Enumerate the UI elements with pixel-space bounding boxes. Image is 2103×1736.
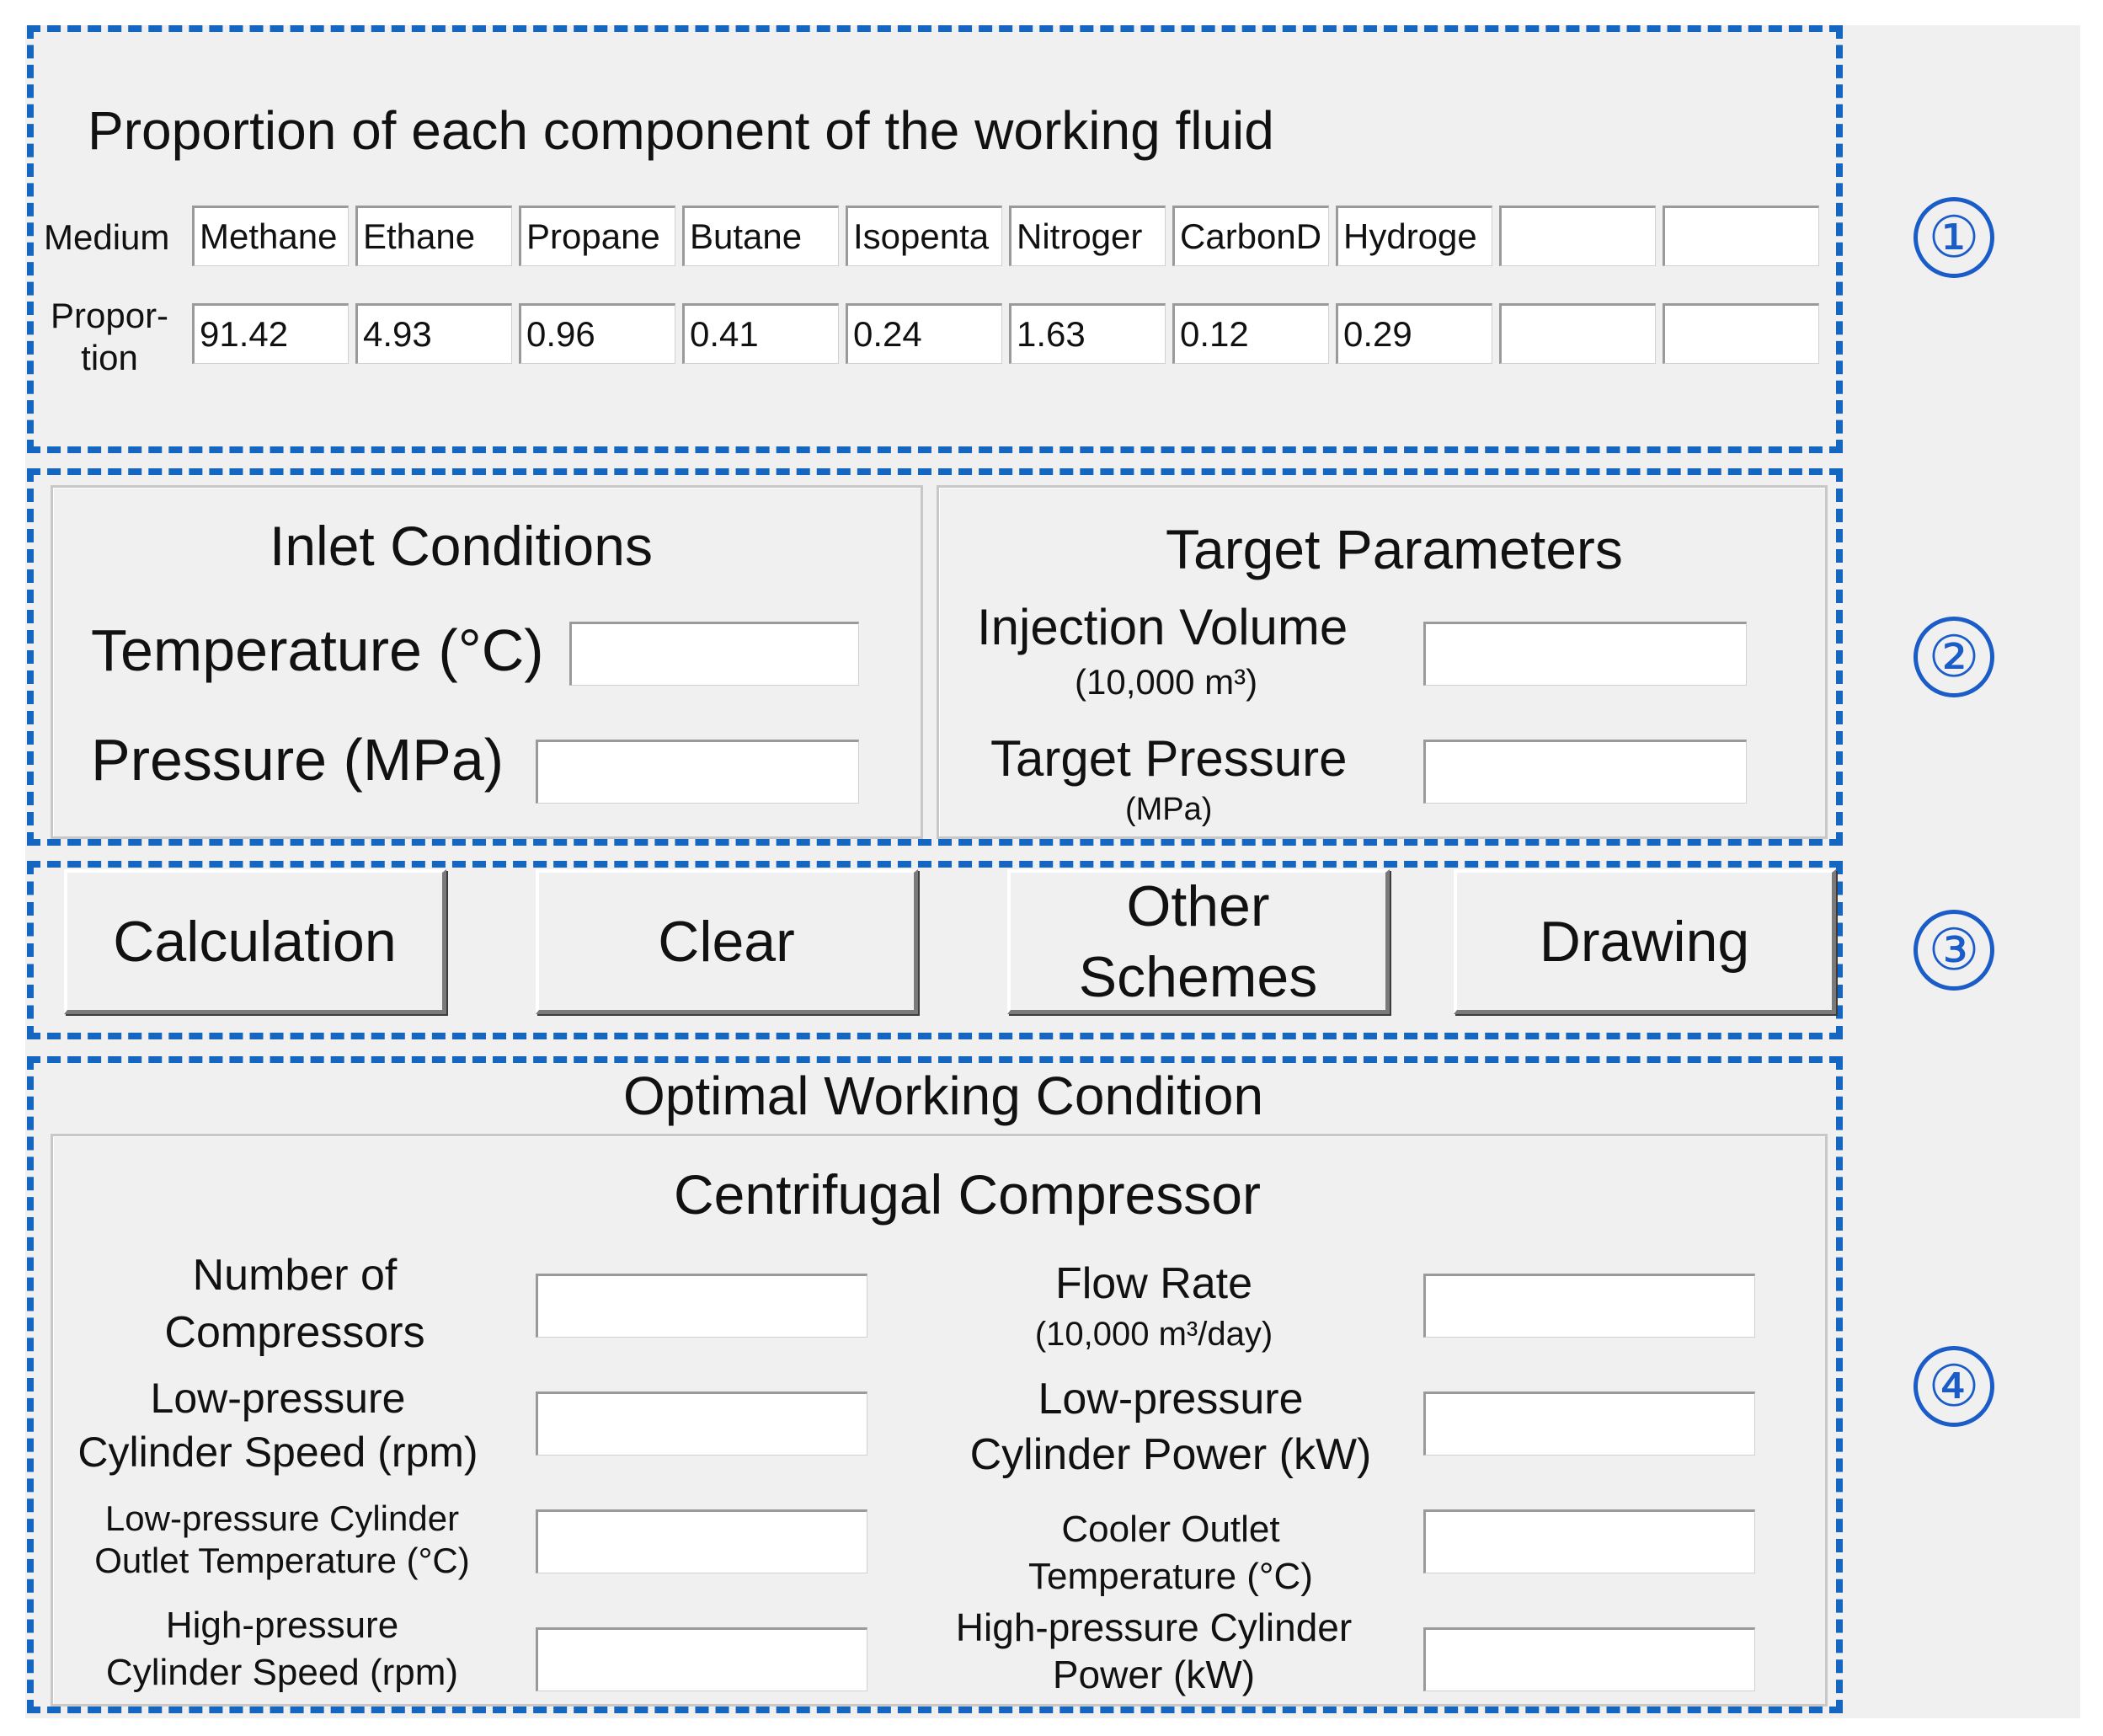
- section-4-marker: ④: [1914, 1346, 1994, 1427]
- proportion-label: Propor- tion: [51, 296, 169, 377]
- lp-speed-label: Low-pressure Cylinder Speed (rpm): [77, 1375, 478, 1476]
- inlet-temperature-input[interactable]: [569, 622, 859, 686]
- medium-label: Medium: [44, 217, 170, 257]
- cooler-outlet-temp-output[interactable]: [1423, 1509, 1755, 1573]
- section-2-marker: ②: [1914, 617, 1994, 697]
- section-2-outline: [27, 468, 1843, 846]
- lp-outlet-temp-label: Low-pressure Cylinder Outlet Temperature…: [94, 1498, 470, 1580]
- hp-power-output[interactable]: [1423, 1627, 1755, 1691]
- lp-power-label: Low-pressure Cylinder Power (kW): [969, 1375, 1372, 1479]
- section-1-marker: ①: [1914, 197, 1994, 278]
- clear-button[interactable]: Clear: [536, 869, 918, 1014]
- injection-volume-input[interactable]: [1423, 622, 1747, 686]
- flow-rate-output[interactable]: [1423, 1274, 1755, 1338]
- calculation-button[interactable]: Calculation: [64, 869, 446, 1014]
- medium-cell[interactable]: Butane: [682, 206, 839, 266]
- section-4-outline: [27, 1056, 1843, 1713]
- injection-volume-unit: (10,000 m³): [1075, 662, 1258, 702]
- target-pressure-unit: (MPa): [1125, 792, 1213, 827]
- proportion-cell[interactable]: 4.93: [355, 303, 512, 364]
- medium-cell[interactable]: Methane: [192, 206, 349, 266]
- proportion-cell[interactable]: 0.29: [1336, 303, 1492, 364]
- medium-cell[interactable]: Ethane: [355, 206, 512, 266]
- target-pressure-label: Target Pressure: [990, 730, 1348, 787]
- centrifugal-compressor-title: Centrifugal Compressor: [674, 1163, 1261, 1226]
- proportion-cell[interactable]: 1.63: [1009, 303, 1166, 364]
- num-compressors-output[interactable]: [536, 1274, 867, 1338]
- proportion-cell[interactable]: [1663, 303, 1819, 364]
- hp-speed-output[interactable]: [536, 1627, 867, 1691]
- inlet-conditions-title: Inlet Conditions: [270, 515, 653, 577]
- lp-outlet-temp-output[interactable]: [536, 1509, 867, 1573]
- temperature-label: Temperature (°C): [91, 617, 544, 683]
- proportion-cell[interactable]: 0.96: [519, 303, 675, 364]
- optimal-condition-title: Optimal Working Condition: [623, 1066, 1264, 1126]
- proportion-cell[interactable]: 0.24: [846, 303, 1002, 364]
- target-parameters-title: Target Parameters: [1166, 518, 1623, 580]
- medium-cell[interactable]: Isopenta: [846, 206, 1002, 266]
- cooler-outlet-temp-label: Cooler Outlet Temperature (°C): [1028, 1509, 1313, 1597]
- section-1-outline: [27, 25, 1843, 453]
- lp-speed-output[interactable]: [536, 1391, 867, 1456]
- lp-power-output[interactable]: [1423, 1391, 1755, 1456]
- drawing-button[interactable]: Drawing: [1454, 869, 1836, 1014]
- proportion-cell[interactable]: 0.41: [682, 303, 839, 364]
- num-compressors-label: Number of Compressors: [164, 1251, 425, 1357]
- flow-rate-unit: (10,000 m³/day): [1034, 1316, 1273, 1353]
- section-3-outline: [27, 861, 1843, 1039]
- pressure-label: Pressure (MPa): [91, 727, 504, 793]
- medium-cell[interactable]: Nitroger: [1009, 206, 1166, 266]
- injection-volume-label: Injection Volume: [977, 599, 1348, 655]
- target-parameters-group: [937, 485, 1828, 839]
- proportion-cell[interactable]: 0.12: [1172, 303, 1329, 364]
- inlet-conditions-group: [51, 485, 923, 839]
- other-schemes-button[interactable]: Other Schemes: [1007, 869, 1390, 1014]
- medium-cell[interactable]: Propane: [519, 206, 675, 266]
- section-3-marker: ③: [1914, 910, 1994, 991]
- proportion-cell[interactable]: [1499, 303, 1656, 364]
- inlet-pressure-input[interactable]: [536, 740, 859, 804]
- centrifugal-compressor-group: [51, 1134, 1828, 1707]
- medium-cell[interactable]: [1663, 206, 1819, 266]
- medium-cell[interactable]: Hydroge: [1336, 206, 1492, 266]
- fluid-composition-title: Proportion of each component of the work…: [88, 100, 1274, 161]
- medium-cell[interactable]: CarbonD: [1172, 206, 1329, 266]
- proportion-cell[interactable]: 91.42: [192, 303, 349, 364]
- target-pressure-input[interactable]: [1423, 740, 1747, 804]
- medium-cell[interactable]: [1499, 206, 1656, 266]
- flow-rate-label: Flow Rate: [1054, 1259, 1253, 1308]
- hp-speed-label: High-pressure Cylinder Speed (rpm): [105, 1605, 459, 1693]
- hp-power-label: High-pressure Cylinder Power (kW): [955, 1605, 1353, 1696]
